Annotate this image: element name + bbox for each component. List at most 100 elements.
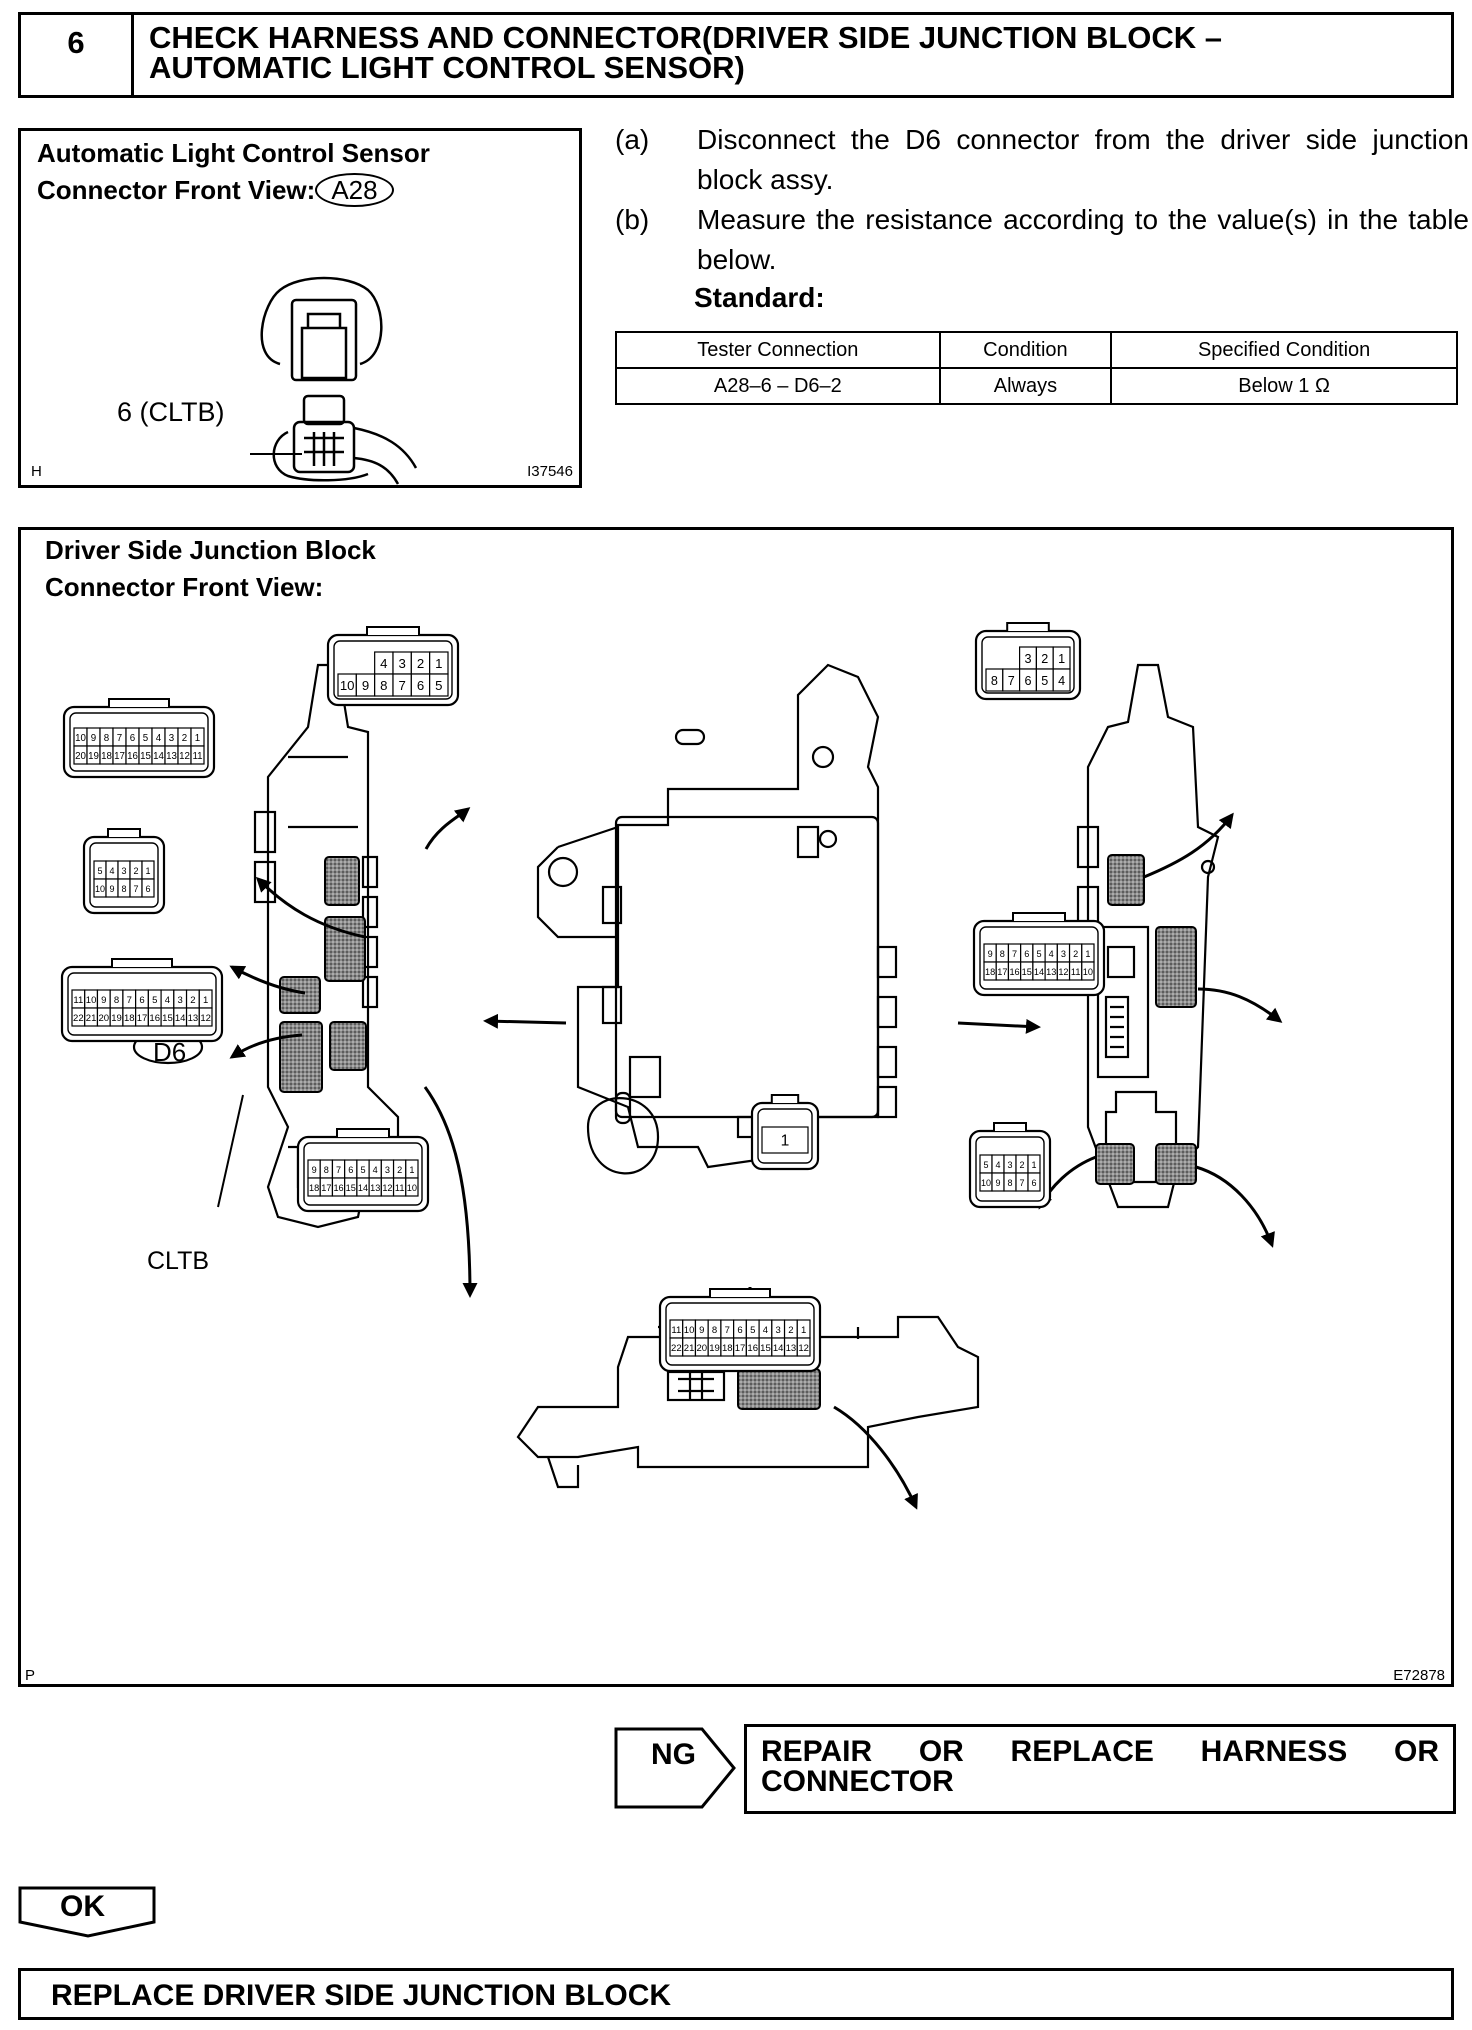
connector-pin-number: 2 — [182, 733, 187, 744]
ng-label: NG — [651, 1738, 696, 1771]
connector-pin-number: 22 — [671, 1343, 682, 1354]
connector-pin-number: 8 — [324, 1165, 329, 1175]
connector-pin-cell — [198, 1007, 213, 1027]
connector-pin-cell — [796, 1337, 811, 1357]
figure-code: I37546 — [527, 463, 573, 480]
ng-result-box: REPAIR OR REPLACE HARNESS OR CONNECTOR — [744, 1724, 1456, 1814]
connector-inner — [67, 972, 217, 1036]
instruction-b-text: Measure the resistance according to the … — [697, 204, 1469, 275]
connector-pin-cell — [1052, 668, 1071, 692]
ok-label: OK — [60, 1890, 105, 1923]
ng-result-word: HARNESS — [1200, 1735, 1348, 1768]
connector-pin-number: 8 — [380, 678, 387, 693]
pin-callout-cltb-d6: CLTB — [147, 1247, 210, 1275]
connector-pin-number: 16 — [127, 751, 138, 762]
step-header: 6 CHECK HARNESS AND CONNECTOR(DRIVER SID… — [18, 12, 1454, 98]
connector-pin-number: 5 — [360, 1165, 365, 1175]
connector-latch — [1012, 912, 1066, 921]
connector-pin-number: 11 — [395, 1183, 405, 1193]
connector-pin-number: 17 — [137, 1013, 148, 1024]
sensor-figure-title-line-1: Automatic Light Control Sensor — [37, 138, 430, 168]
connector-pin-number: 14 — [1034, 967, 1044, 977]
connector-pin-number: 4 — [763, 1325, 769, 1336]
connector-pin-number: 1 — [203, 995, 208, 1006]
connector-pin-number: 16 — [1009, 967, 1019, 977]
connector-pin-number: 2 — [1041, 652, 1048, 666]
connector-pin-number: 10 — [407, 1183, 417, 1193]
connector-pin-number: 7 — [133, 884, 138, 894]
ok-result-text: REPLACE DRIVER SIDE JUNCTION BLOCK — [51, 1979, 672, 2012]
connector-inner — [975, 1136, 1045, 1202]
ng-result-line-1: REPAIR OR REPLACE HARNESS OR — [761, 1735, 1439, 1769]
connector-pin-number: 2 — [788, 1325, 793, 1336]
connector-pin-number: 7 — [1008, 674, 1015, 688]
connector-pin-number: 18 — [101, 751, 112, 762]
connector-pin-number: 17 — [114, 751, 125, 762]
connector-pin-number: 9 — [91, 733, 96, 744]
connector-pin-number: 5 — [152, 995, 157, 1006]
connector-pin-number: 14 — [175, 1013, 186, 1024]
connector-pin-number: 10 — [340, 678, 355, 693]
connector-pin-number: 1 — [195, 733, 200, 744]
connector-pin-number: 10 — [95, 884, 105, 894]
connector-pin-number: 8 — [991, 674, 998, 688]
sensor-figure-title: Automatic Light Control Sensor Connector… — [37, 135, 430, 209]
connector-pin-number: 13 — [786, 1343, 797, 1354]
connector-pin-number: 7 — [1019, 1178, 1024, 1188]
junction-figure-title-line-1: Driver Side Junction Block — [45, 535, 376, 565]
connector-pin-number: 4 — [156, 733, 162, 744]
sensor-figure-title-line-2: Connector Front View:A28 — [37, 172, 430, 209]
connector-pin-number: 3 — [169, 733, 174, 744]
connector-pin-number: 3 — [1061, 949, 1066, 959]
connector-pin-cell — [1027, 1172, 1041, 1192]
ng-result-word: REPLACE — [1010, 1735, 1154, 1768]
connector-pin-number: 2 — [190, 995, 195, 1006]
pin-callout-cltb: 6 (CLTB) — [117, 397, 225, 427]
ng-result-word: REPAIR — [761, 1735, 873, 1768]
connector-pin-number: 1 — [435, 656, 442, 671]
connector-pin-number: 4 — [995, 1160, 1000, 1170]
connector-pin-number: 8 — [712, 1325, 717, 1336]
connector-pin-number: 7 — [398, 678, 405, 693]
connector-pin-number: 20 — [75, 751, 86, 762]
connector-pin-number: 13 — [188, 1013, 199, 1024]
connector-pin-cell — [141, 878, 155, 898]
connector-latch — [111, 958, 173, 967]
connector-pin-number: 20 — [99, 1013, 110, 1024]
connector-pin-number: 7 — [336, 1165, 341, 1175]
connector-pin-number: 19 — [709, 1343, 720, 1354]
spec-table: Tester Connection Condition Specified Co… — [615, 331, 1458, 405]
spec-cell-condition: Always — [938, 367, 1113, 405]
connector-inner — [665, 1302, 815, 1366]
connector-right-1: 1 — [750, 1094, 820, 1171]
connector-pin-number: 2 — [417, 656, 424, 671]
connector-pin-number: 11 — [1071, 967, 1081, 977]
connector-id-badge: A28 — [315, 173, 394, 207]
junction-figure-code: E72878 — [1393, 1667, 1445, 1684]
connector-pin-number: 6 — [417, 678, 424, 693]
connector-pin-number: 21 — [86, 1013, 97, 1024]
connector-pin-number: 18 — [309, 1183, 319, 1193]
connector-pin-number: 6 — [1031, 1178, 1036, 1188]
connector-pin-number: 15 — [760, 1343, 771, 1354]
connector-inner — [303, 1142, 423, 1206]
connector-pin-number: 9 — [988, 949, 993, 959]
sensor-connector-drawing — [250, 276, 418, 485]
connector-pin-number: 3 — [398, 656, 405, 671]
connector-pin-number: 6 — [1024, 674, 1031, 688]
connector-pin-number: 6 — [1024, 949, 1029, 959]
connector-latch — [108, 698, 170, 707]
connector-pin-number: 10 — [75, 733, 86, 744]
connector-pin-number: 21 — [684, 1343, 695, 1354]
connector-pin-number: 16 — [333, 1183, 343, 1193]
spec-cell-tester: A28–6 – D6–2 — [615, 367, 941, 405]
connector-pin-number: 11 — [671, 1325, 681, 1336]
connector-pin-number: 13 — [1046, 967, 1056, 977]
connector-pin-number: 17 — [735, 1343, 746, 1354]
instruction-a-label: (a) — [615, 124, 650, 155]
connector-pin-cell — [190, 745, 205, 765]
connector-pin-number: 14 — [153, 751, 164, 762]
connector-pin-number: 1 — [409, 1165, 414, 1175]
